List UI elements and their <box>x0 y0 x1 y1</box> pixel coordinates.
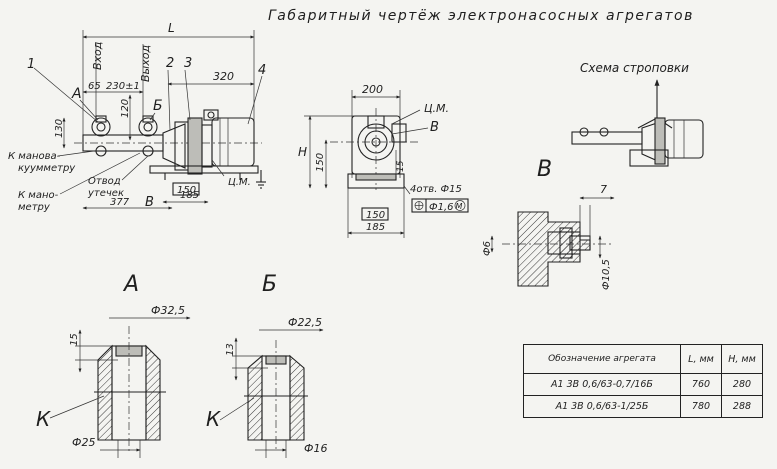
rigging-title: Схема строповки <box>580 61 689 75</box>
inlet-label: Вход <box>91 42 104 70</box>
note-gauge-l1: К мано- <box>18 190 59 201</box>
spec-table: Обозначение агрегата L, мм H, мм А1 3В 0… <box>523 344 763 418</box>
callout-B: Б <box>153 98 163 114</box>
dim-120: 120 <box>120 99 131 118</box>
detail-v: В 7 Ф6 Ф10,5 <box>482 157 615 290</box>
dim-150-box: 150 <box>177 185 196 196</box>
note-drain-l2: утечек <box>87 188 124 199</box>
note-drain-l1: Отвод <box>88 176 121 187</box>
callout-4: 4 <box>258 63 266 78</box>
detail-b: Б Ф22,5 13 Ф16 К <box>206 272 327 458</box>
spec-cell-L: 760 <box>680 373 722 396</box>
spec-header-designation: Обозначение агрегата <box>523 344 681 374</box>
detail-a-d25: Ф25 <box>72 436 95 449</box>
rigging-scheme: Схема строповки <box>571 61 704 167</box>
callout-V: В <box>145 195 154 210</box>
detail-v-d105: Ф10,5 <box>601 259 612 290</box>
side-dim-15: 15 <box>396 160 406 172</box>
spec-cell-H: 288 <box>721 395 763 418</box>
table-row: А1 3В 0,6/63-1/25Б 780 288 <box>523 395 763 418</box>
detail-b-d16: Ф16 <box>304 442 327 455</box>
note-gauge-vacuum-l1: К манова- <box>8 151 61 162</box>
dim-65: 65 <box>88 81 101 92</box>
main-view: L Вход Выход 65 230±1 320 120 130 <box>8 21 266 213</box>
detail-b-d22: Ф22,5 <box>288 316 322 329</box>
side-cm: Ц.М. <box>424 102 449 115</box>
side-holes: 4отв. Ф15 <box>410 184 462 195</box>
callout-3: 3 <box>184 56 192 71</box>
detail-b-d13: 13 <box>225 343 236 356</box>
spec-cell-designation: А1 3В 0,6/63-1/25Б <box>523 395 681 418</box>
side-box-150: 150 <box>366 210 385 221</box>
dim-130: 130 <box>54 119 65 138</box>
detail-v-7: 7 <box>600 183 607 196</box>
detail-a: А Ф32,5 15 Ф25 К <box>36 272 191 458</box>
side-dim-150: 150 <box>315 153 326 172</box>
spec-cell-designation: А1 3В 0,6/63-0,7/16Б <box>523 373 681 396</box>
callout-2: 2 <box>166 56 174 71</box>
dim-L: L <box>168 21 175 35</box>
detail-v-d6: Ф6 <box>482 241 493 256</box>
drawing-title: Габаритный чертёж электронасосных агрега… <box>268 8 694 24</box>
detail-b-k: К <box>206 407 221 431</box>
dim-230: 230±1 <box>106 81 140 92</box>
callout-1: 1 <box>27 57 35 72</box>
side-V: В <box>430 120 439 135</box>
note-gauge-l2: метру <box>18 202 51 213</box>
callout-cm: Ц.М. <box>228 177 251 188</box>
outlet-label: Выход <box>139 45 152 82</box>
side-tol-mod: М <box>456 202 463 211</box>
note-gauge-vacuum-l2: куумметру <box>18 163 76 174</box>
callout-A: А <box>71 86 82 102</box>
detail-a-label: А <box>122 272 139 297</box>
spec-cell-L: 780 <box>680 395 722 418</box>
spec-header-L: L, мм <box>680 344 722 374</box>
detail-b-label: Б <box>262 272 277 297</box>
side-view: 200 H 150 15 Ц.М. В 4отв. Ф15 Ф1,6 <box>298 83 469 238</box>
table-row: А1 3В 0,6/63-0,7/16Б 760 280 <box>523 373 763 396</box>
spec-header-H: H, мм <box>721 344 763 374</box>
side-dim-185: 185 <box>366 222 385 233</box>
side-dim-H: H <box>298 145 307 159</box>
spec-cell-H: 280 <box>721 373 763 396</box>
detail-a-d15: 15 <box>69 333 80 346</box>
dim-320: 320 <box>213 70 234 83</box>
spec-header-row: Обозначение агрегата L, мм H, мм <box>523 344 763 374</box>
detail-v-label: В <box>537 157 552 182</box>
detail-a-k: К <box>36 407 51 431</box>
side-dim-200: 200 <box>362 83 383 96</box>
detail-a-d32: Ф32,5 <box>151 304 185 317</box>
dim-377: 377 <box>110 197 130 208</box>
side-tol: Ф1,6 <box>429 202 454 213</box>
